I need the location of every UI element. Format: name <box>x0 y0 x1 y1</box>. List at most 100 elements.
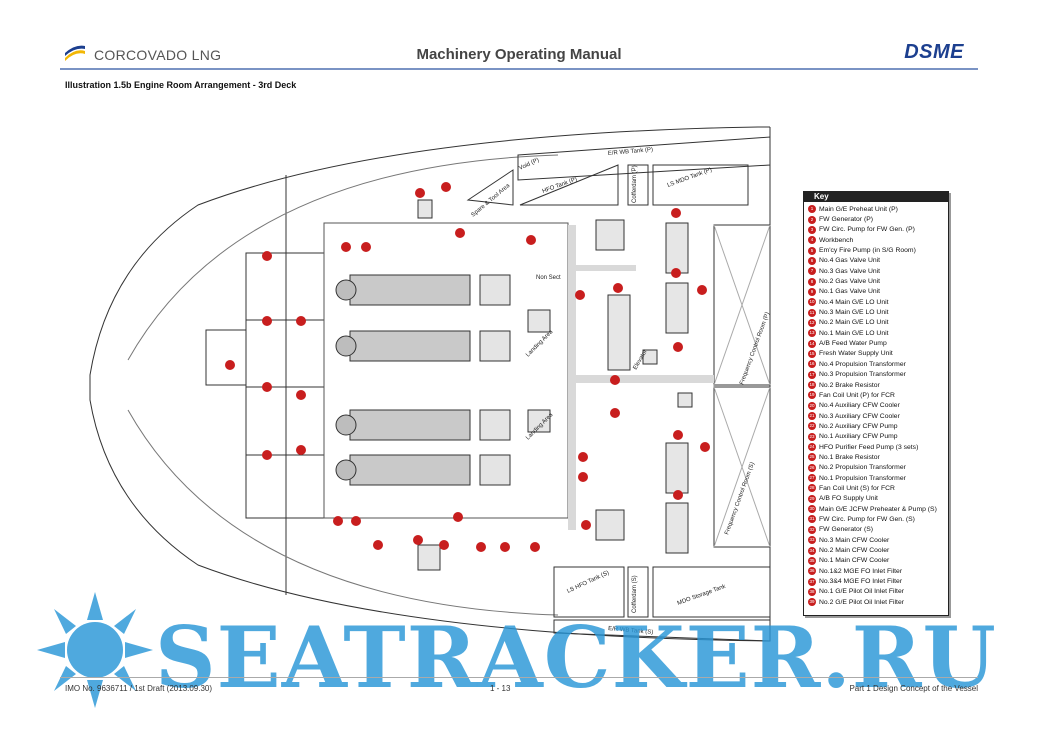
label-cofferdam-s: Cofferdam (S) <box>632 575 638 613</box>
key-number-badge: 8 <box>808 277 816 286</box>
key-number-badge: 27 <box>808 474 816 483</box>
key-item-label: Em'cy Fire Pump (in S/G Room) <box>819 247 916 255</box>
key-item-label: No.4 Auxiliary CFW Cooler <box>819 402 900 410</box>
footer-left: IMO No. 9636711 / 1st Draft (2013.09.30) <box>65 684 213 693</box>
key-item-label: No.2 Gas Valve Unit <box>819 278 881 286</box>
main-engine-2 <box>335 409 511 441</box>
main-engine-3 <box>335 330 511 362</box>
key-item-label: No.1&2 MGE FO Inlet Filter <box>819 567 903 575</box>
key-number-badge: 17 <box>808 370 816 379</box>
key-number-badge: 32 <box>808 525 816 534</box>
key-number-badge: 26 <box>808 463 816 472</box>
sun-watermark-icon <box>37 592 153 708</box>
key-number-badge: 23 <box>808 432 816 441</box>
key-item-label: HFO Purifier Feed Pump (3 sets) <box>819 443 919 451</box>
key-item-label: A/B FO Supply Unit <box>819 495 878 503</box>
key-number-badge: 36 <box>808 567 816 576</box>
key-item-label: FW Circ. Pump for FW Gen. (P) <box>819 226 915 234</box>
key-item-label: No.1 Auxiliary CFW Pump <box>819 433 898 441</box>
key-item-label: No.1 Main G/E LO Unit <box>819 329 889 337</box>
hfo-tank-p <box>519 164 619 206</box>
key-number-badge: 6 <box>808 256 816 265</box>
key-number-badge: 30 <box>808 505 816 514</box>
key-number-badge: 1 <box>808 205 816 214</box>
cofferdam-s <box>627 566 649 618</box>
key-item-label: No.4 Main G/E LO Unit <box>819 298 889 306</box>
key-number-badge: 14 <box>808 339 816 348</box>
brake-resistor-1 <box>677 392 693 408</box>
wb-tank-p <box>517 136 771 181</box>
key-item-label: No.2 Brake Resistor <box>819 381 880 389</box>
key-item-label: FW Circ. Pump for FW Gen. (S) <box>819 515 915 523</box>
key-number-badge: 15 <box>808 349 816 358</box>
label-wb-tank-s: E/R WB Tank (S) <box>608 626 654 636</box>
key-item-label: Fan Coil Unit (S) for FCR <box>819 484 895 492</box>
footer-rule <box>60 677 978 678</box>
key-number-badge: 10 <box>808 298 816 307</box>
key-number-badge: 21 <box>808 412 816 421</box>
key-number-badge: 39 <box>808 598 816 607</box>
key-item-label: No.2 Main G/E LO Unit <box>819 319 889 327</box>
key-item-label: No.2 G/E Pilot Oil Inlet Filter <box>819 598 904 606</box>
key-item-label: No.1 Propulsion Transformer <box>819 474 906 482</box>
fresh-water-supply-unit <box>607 294 631 371</box>
label-non-sect: Non Sect <box>536 275 561 281</box>
key-item-label: FW Generator (P) <box>819 216 874 224</box>
key-number-badge: 33 <box>808 536 816 545</box>
key-title: Key <box>804 192 948 202</box>
key-number-badge: 5 <box>808 246 816 255</box>
key-number-badge: 12 <box>808 318 816 327</box>
propulsion-transformer-1 <box>665 502 689 554</box>
fw-generator-p <box>417 199 433 219</box>
propulsion-transformer-4 <box>665 222 689 274</box>
header-rule <box>60 68 978 70</box>
key-item-label: Workbench <box>819 236 854 244</box>
engine-room-drawing: E/R WB Tank (P) Void (P) HFO Tank (P) LS… <box>89 126 771 642</box>
key-item-label: No.4 Propulsion Transformer <box>819 360 906 368</box>
illustration-title: Illustration 1.5b Engine Room Arrangemen… <box>65 80 297 90</box>
key-item-label: No.1 Gas Valve Unit <box>819 288 881 296</box>
key-item-label: No.3 Gas Valve Unit <box>819 267 881 275</box>
ship-name: CORCOVADO LNG <box>94 47 222 63</box>
key-number-badge: 4 <box>808 236 816 245</box>
wb-tank-s <box>553 619 771 642</box>
ls-mdo-tank-p <box>652 164 749 206</box>
ls-hfo-tank-s <box>553 566 625 618</box>
equipment-markers <box>225 182 710 552</box>
key-item-label: No.2 Propulsion Transformer <box>819 464 906 472</box>
key-number-badge: 11 <box>808 308 816 317</box>
brake-resistor-2 <box>642 349 658 365</box>
key-item-label: No.1 G/E Pilot Oil Inlet Filter <box>819 588 904 596</box>
key-number-badge: 37 <box>808 577 816 586</box>
key-number-badge: 35 <box>808 556 816 565</box>
label-cofferdam-p: Cofferdam (P) <box>632 165 638 203</box>
key-number-badge: 7 <box>808 267 816 276</box>
spare-tool-area <box>466 169 514 206</box>
frequency-control-room-p <box>713 224 771 386</box>
key-item-label: Main G/E Preheat Unit (P) <box>819 205 898 213</box>
main-engine-1 <box>335 454 511 486</box>
key-number-badge: 22 <box>808 422 816 431</box>
propulsion-transformer-2 <box>665 442 689 494</box>
